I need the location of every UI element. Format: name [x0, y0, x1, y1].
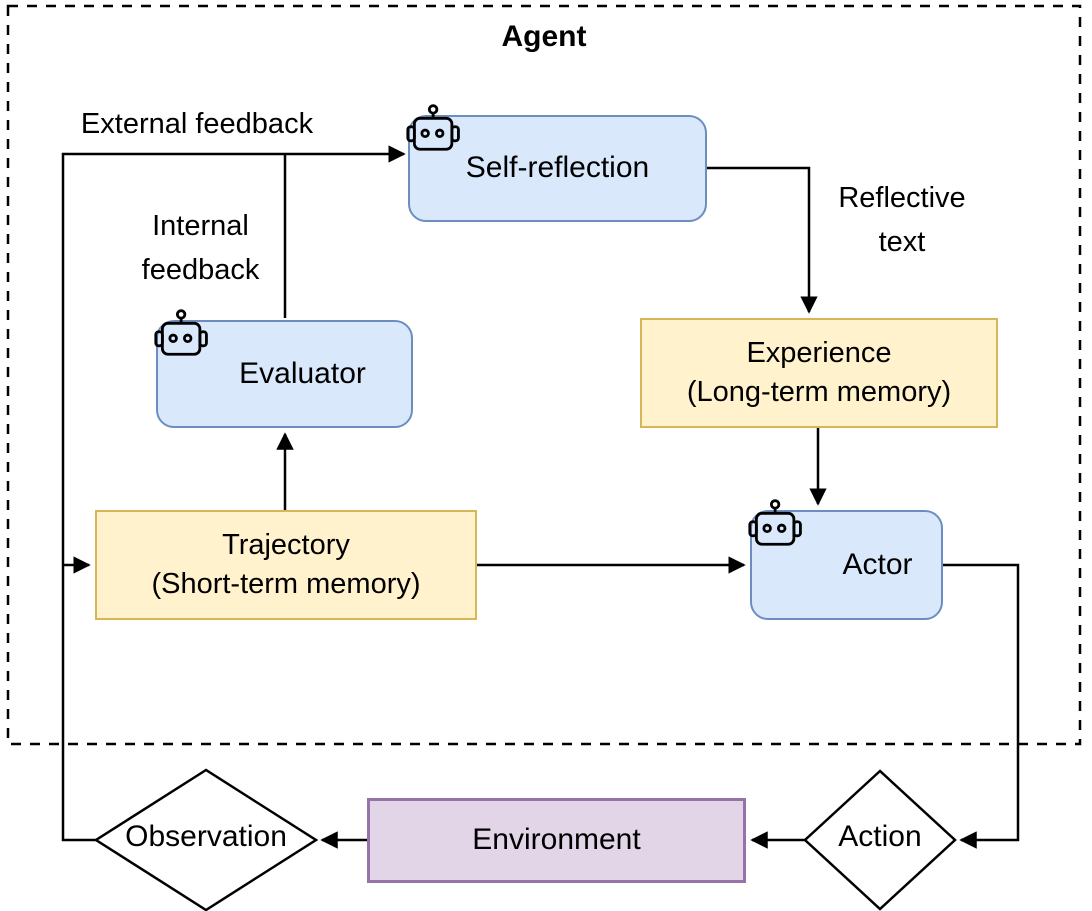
edge-self-reflection-to-experience: [707, 166, 818, 314]
edge-actor-to-action: [943, 563, 1020, 849]
self-reflection-label: Self-reflection: [465, 151, 650, 185]
observation-label: Observation: [125, 820, 287, 853]
trajectory-node: Trajectory (Short-term memory): [95, 510, 477, 620]
robot-icon: [154, 309, 208, 356]
experience-node: Experience (Long-term memory): [640, 318, 998, 428]
action-diamond: [803, 769, 957, 911]
external-feedback-label: External feedback: [80, 108, 314, 140]
self-reflection-node: Self-reflection: [406, 104, 707, 222]
action-label: Action: [838, 820, 922, 853]
robot-icon: [406, 104, 460, 151]
experience-label: Experience (Long-term memory): [686, 336, 952, 408]
actor-node: Actor: [748, 499, 943, 620]
actor-label: Actor: [842, 547, 913, 581]
agent-title: Agent: [501, 20, 587, 53]
environment-label: Environment: [472, 823, 641, 857]
environment-node: Environment: [367, 798, 746, 883]
agent-boundary-box: [6, 4, 1082, 746]
trajectory-label: Trajectory (Short-term memory): [151, 528, 421, 600]
edge-observation-to-self-reflection: [61, 145, 406, 842]
evaluator-label: Evaluator: [239, 356, 366, 390]
evaluator-node: Evaluator: [154, 309, 413, 428]
reflective-text-label: Reflective text: [838, 182, 966, 258]
observation-diamond: [93, 768, 319, 911]
internal-feedback-label: Internal feedback: [141, 210, 260, 286]
robot-icon: [748, 499, 802, 546]
